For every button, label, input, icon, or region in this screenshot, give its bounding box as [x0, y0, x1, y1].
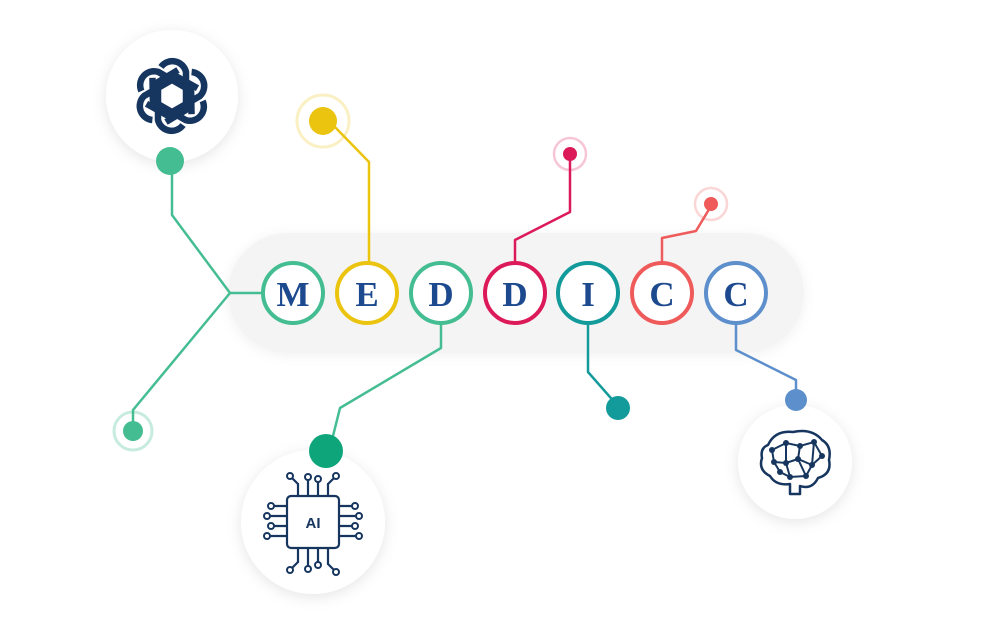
ai-chip-icon	[268, 476, 358, 572]
connector-c1	[660, 204, 713, 264]
connector-m-small-dot	[131, 291, 232, 432]
letter-m: M	[261, 261, 325, 325]
yellow-pulse-dot	[295, 93, 351, 149]
letter-c2: C	[704, 261, 768, 325]
openai-connector-dot	[156, 147, 184, 175]
ai-chip-pins	[263, 472, 363, 576]
brain-bubble	[738, 389, 852, 519]
brain-connector-dot	[785, 389, 807, 411]
openai-logo-icon	[136, 57, 208, 135]
letter-e-label: E	[355, 275, 378, 314]
letter-e: E	[335, 261, 399, 325]
connector-e	[330, 122, 371, 264]
letter-d2-label: D	[502, 275, 527, 314]
letter-circles: M E D D I C C	[261, 261, 768, 325]
ai-chip-connector-dot	[309, 434, 343, 468]
letter-i: I	[556, 261, 620, 325]
connector-d2	[513, 152, 572, 264]
letter-i-label: I	[581, 275, 595, 314]
letter-d1: D	[409, 261, 473, 325]
endpoint-dots	[112, 93, 729, 452]
connector-m-openai	[170, 163, 264, 295]
teal-dot	[606, 396, 630, 420]
coral-pulse-dot	[693, 186, 729, 222]
green-pulse-dot	[112, 410, 154, 452]
letter-c1-label: C	[649, 275, 674, 314]
connector-d1-chip	[328, 321, 443, 450]
neural-brain-icon	[759, 429, 831, 496]
letter-d1-label: D	[428, 275, 453, 314]
openai-bubble	[106, 30, 238, 175]
letter-c1: C	[630, 261, 694, 325]
connector-i	[586, 321, 619, 407]
magenta-pulse-dot	[552, 136, 588, 172]
connector-lines	[131, 122, 798, 450]
letter-m-label: M	[276, 275, 309, 314]
letter-c2-label: C	[723, 275, 748, 314]
ai-chip-bubble: AI	[241, 434, 385, 594]
ai-chip-label: AI	[306, 515, 321, 532]
letter-d2: D	[483, 261, 547, 325]
